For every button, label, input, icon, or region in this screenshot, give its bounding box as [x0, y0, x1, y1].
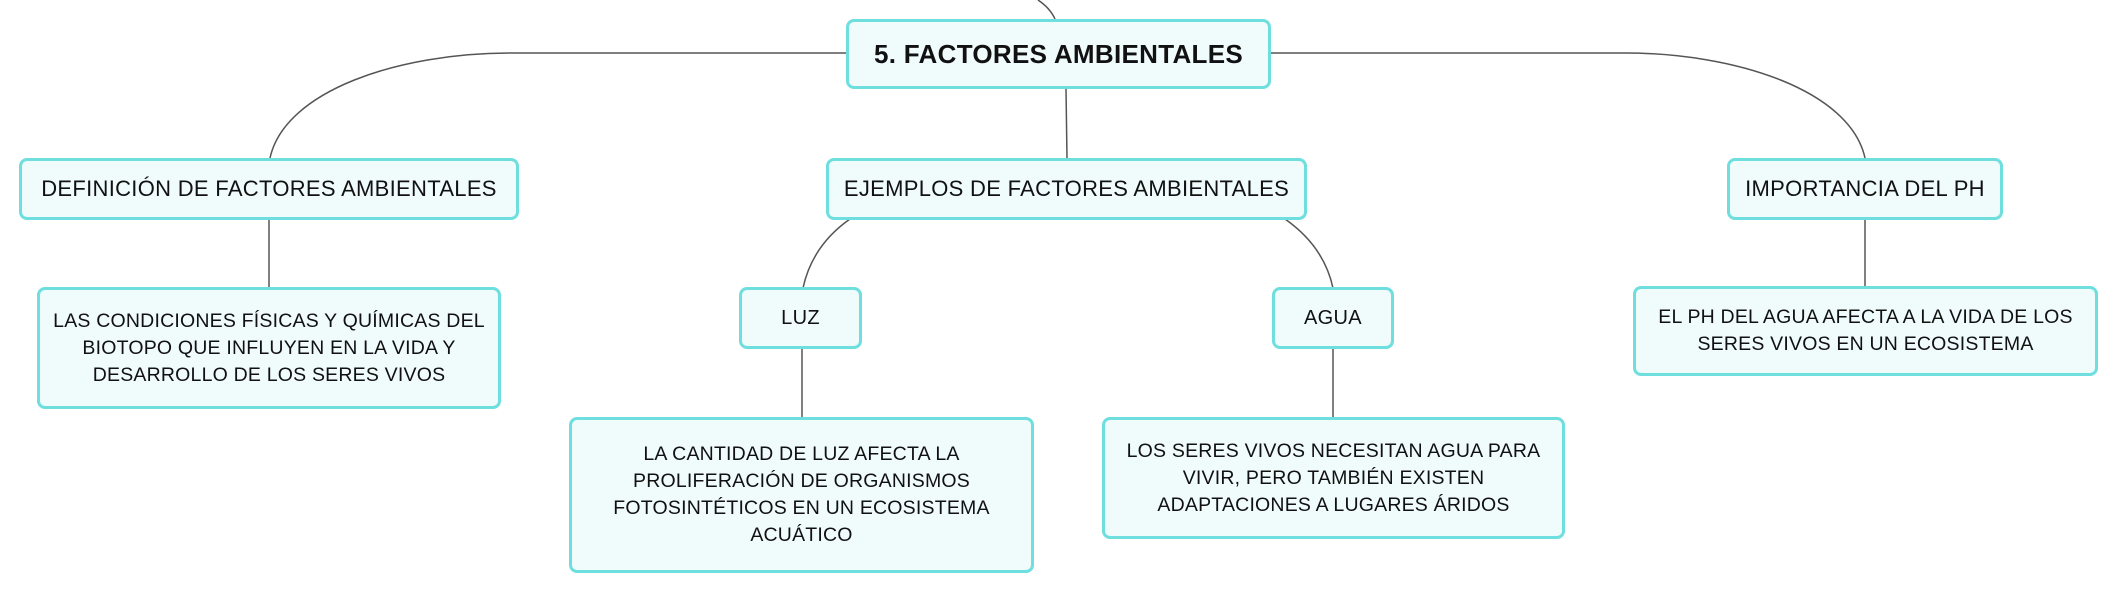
connector-ejemplos-luz [802, 218, 851, 289]
detail-agua[interactable]: LOS SERES VIVOS NECESITAN AGUA PARA VIVI… [1102, 417, 1565, 539]
detail-importancia-ph-text: EL PH DEL AGUA AFECTA A LA VIDA DE LOS S… [1658, 306, 2073, 355]
connector-root-incoming [1037, 0, 1056, 20]
subtopic-agua-label: AGUA [1304, 306, 1362, 329]
connector-ejemplos-agua [1284, 218, 1334, 289]
topic-ejemplos[interactable]: EJEMPLOS DE FACTORES AMBIENTALES [826, 158, 1307, 220]
detail-luz-text: LA CANTIDAD DE LUZ AFECTA LA PROLIFERACI… [613, 443, 990, 546]
root-topic-node[interactable]: 5. FACTORES AMBIENTALES [846, 19, 1271, 89]
detail-definicion-text: LAS CONDICIONES FÍSICAS Y QUÍMICAS DEL B… [53, 309, 485, 386]
topic-definicion-label: DEFINICIÓN DE FACTORES AMBIENTALES [41, 176, 497, 201]
topic-importancia-ph[interactable]: IMPORTANCIA DEL PH [1727, 158, 2003, 220]
root-topic-label: 5. FACTORES AMBIENTALES [873, 38, 1243, 69]
topic-importancia-ph-label: IMPORTANCIA DEL PH [1745, 176, 1985, 201]
detail-importancia-ph[interactable]: EL PH DEL AGUA AFECTA A LA VIDA DE LOS S… [1633, 286, 2098, 376]
detail-luz[interactable]: LA CANTIDAD DE LUZ AFECTA LA PROLIFERACI… [569, 417, 1034, 573]
detail-definicion[interactable]: LAS CONDICIONES FÍSICAS Y QUÍMICAS DEL B… [37, 287, 501, 409]
connector-root-importancia [1271, 52, 1866, 159]
topic-ejemplos-label: EJEMPLOS DE FACTORES AMBIENTALES [843, 176, 1290, 201]
detail-agua-text: LOS SERES VIVOS NECESITAN AGUA PARA VIVI… [1126, 439, 1541, 516]
subtopic-luz[interactable]: LUZ [739, 287, 862, 349]
connector-root-ejemplos [1065, 88, 1068, 159]
topic-definicion[interactable]: DEFINICIÓN DE FACTORES AMBIENTALES [19, 158, 519, 220]
subtopic-agua[interactable]: AGUA [1272, 287, 1394, 349]
connector-root-definicion [269, 52, 846, 159]
subtopic-luz-label: LUZ [781, 306, 820, 329]
